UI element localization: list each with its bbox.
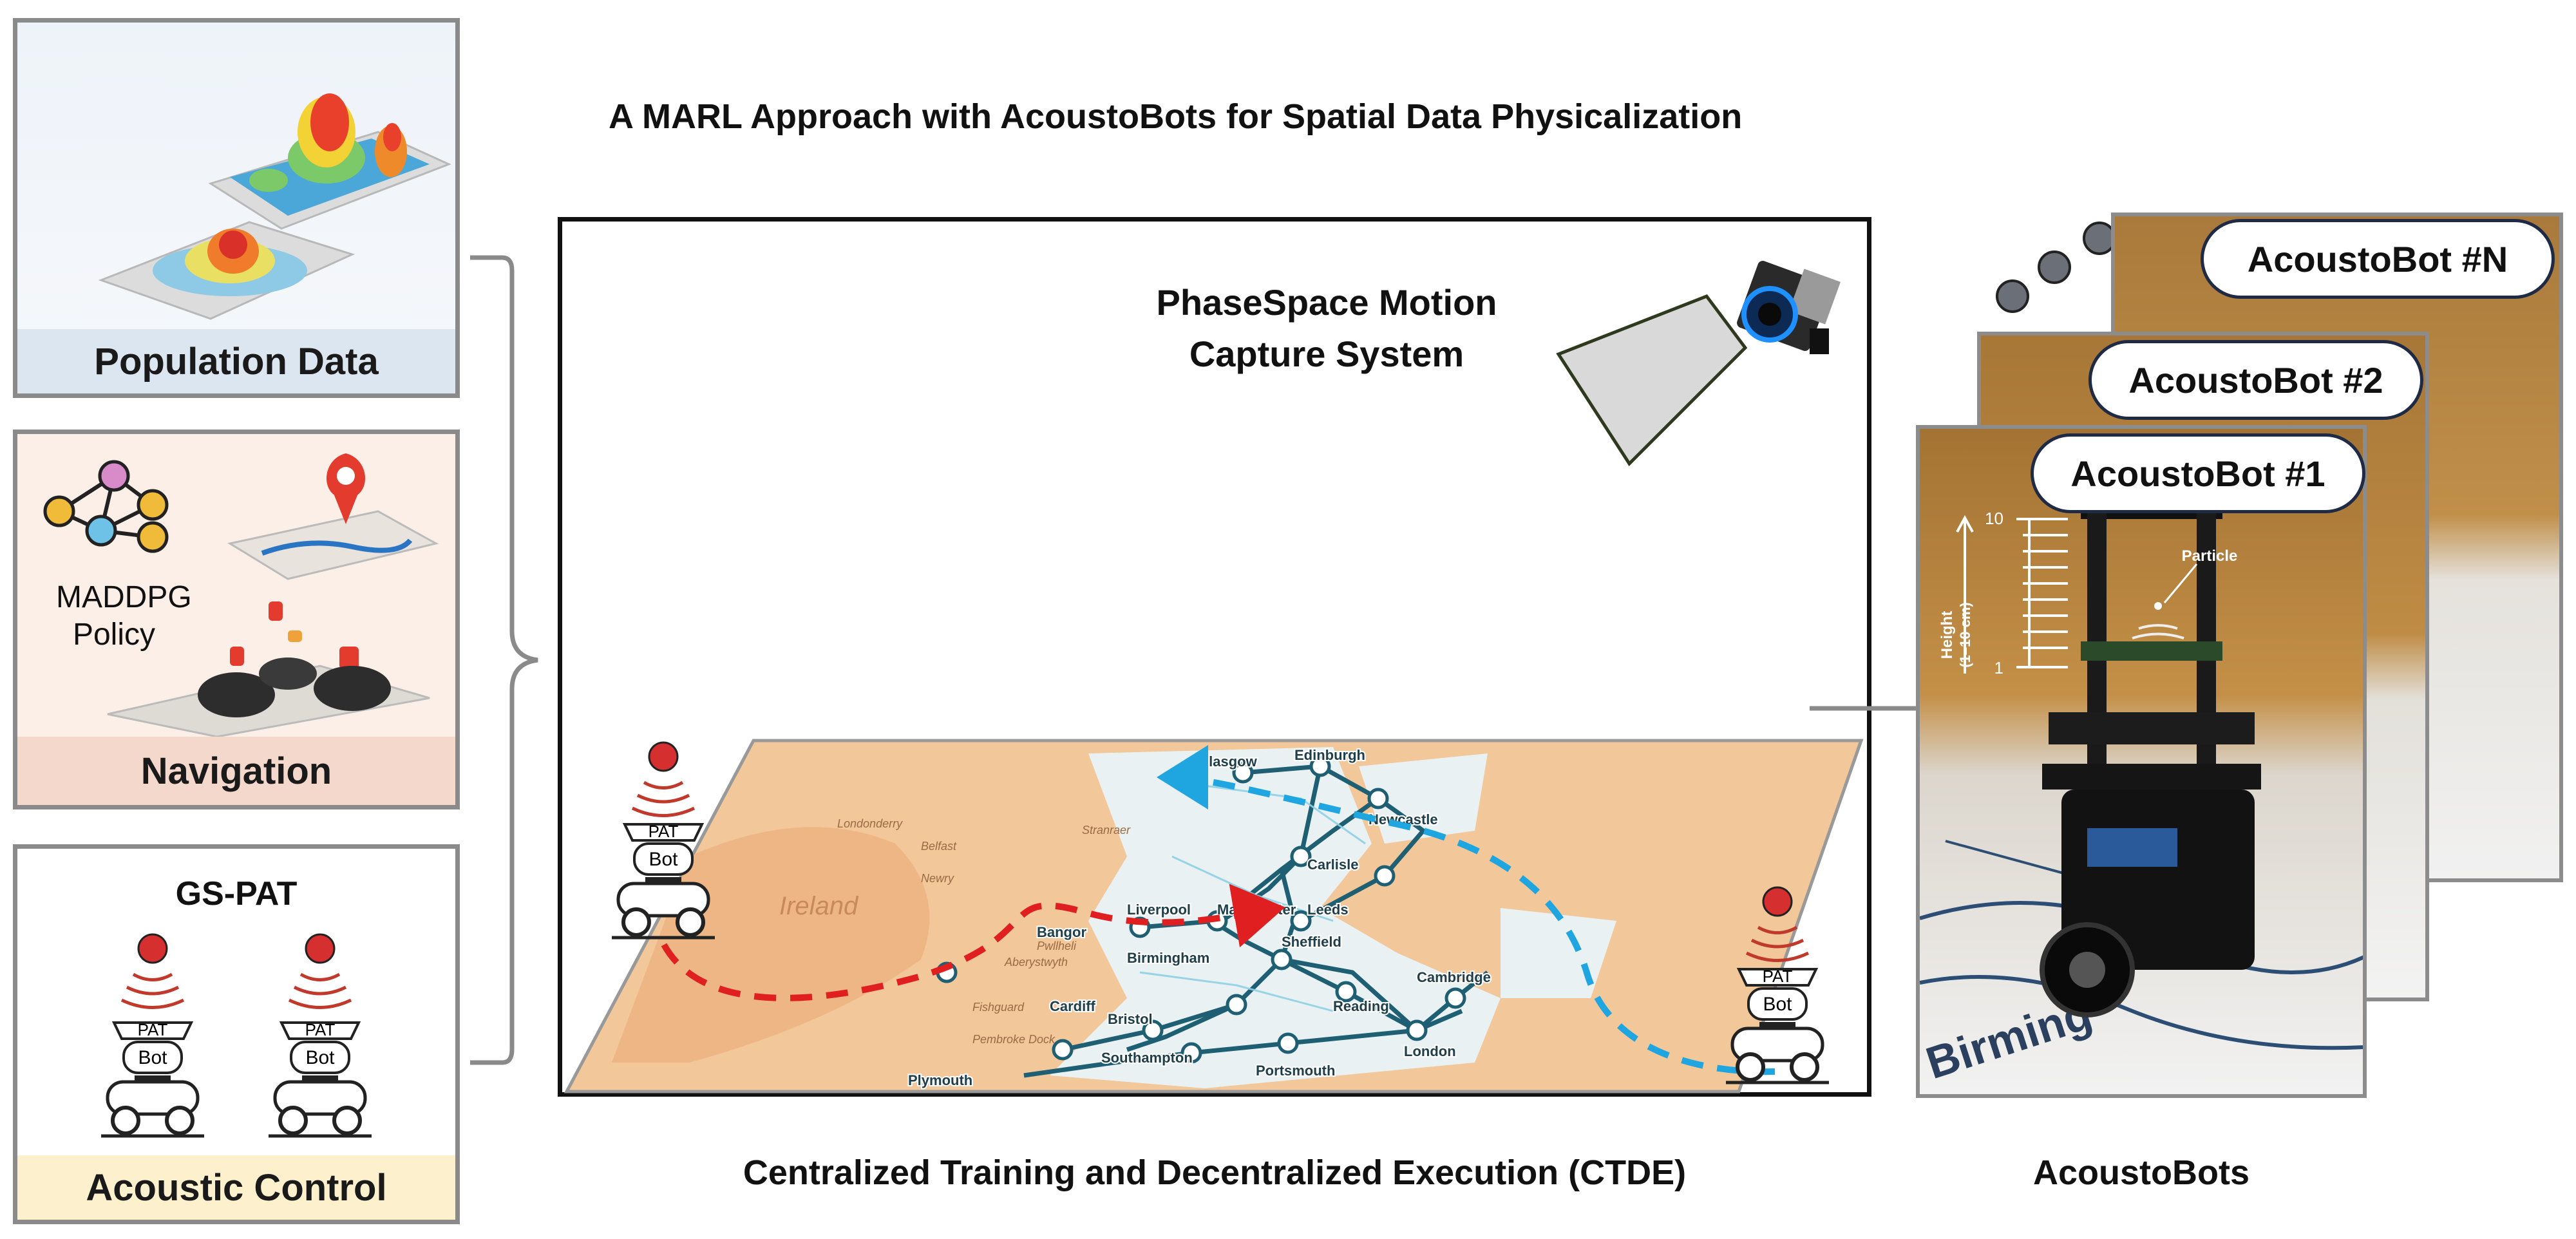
bot-label: Bot (649, 849, 678, 870)
acoustic-control-label: Acoustic Control (17, 1155, 455, 1220)
city-label: Pembroke Dock (972, 1033, 1056, 1046)
acoustobot-left: PAT Bot (612, 741, 715, 940)
city-label: Southampton (1101, 1050, 1193, 1066)
particle-icon (305, 933, 336, 964)
city-label: Portsmouth (1256, 1063, 1335, 1079)
city-label: Bangor (1037, 924, 1086, 940)
acoustobot-n-label: AcoustoBot #N (2201, 219, 2555, 299)
navigation-illustration (43, 453, 439, 738)
city-label: Stranraer (1082, 824, 1131, 837)
particle-icon (137, 933, 168, 964)
city-label: Fishguard (972, 1001, 1025, 1014)
height-tick-top: 10 (1985, 509, 2003, 528)
city-label: Belfast (921, 840, 957, 853)
graph-network-icon (43, 460, 169, 553)
city-label: Newry (921, 872, 954, 885)
city-label: Bristol (1108, 1011, 1153, 1027)
acoustic-robots-illustration: PAT Bot PAT Bot (101, 933, 372, 1138)
city-label: Cardiff (1050, 998, 1096, 1014)
acoustobot-icon: PAT Bot (101, 933, 204, 1138)
mocap-line2: Capture System (1189, 334, 1464, 374)
navigation-label: Navigation (17, 737, 455, 805)
left-brace (470, 255, 538, 1065)
navigation-panel: MADDPG Policy Navigation (13, 430, 460, 809)
height-label-line2: (1–10 cm) (1957, 602, 1973, 668)
pat-label: PAT (1763, 967, 1793, 986)
red-robot-path (661, 884, 1285, 1001)
figure-title: A MARL Approach with AcoustoBots for Spa… (609, 97, 1743, 136)
city-label: Edinburgh (1294, 747, 1365, 763)
mocap-label: PhaseSpace Motion Capture System (1133, 277, 1520, 380)
city-label: Londonderry (837, 817, 903, 830)
city-label: Leeds (1307, 902, 1349, 918)
ctde-caption: Centralized Training and Decentralized E… (743, 1153, 1687, 1192)
location-pin-icon (327, 453, 365, 524)
acoustobots-caption: AcoustoBots (2033, 1153, 2249, 1192)
camera-field-of-view (1556, 294, 1748, 466)
bot-label: Bot (1763, 994, 1792, 1015)
pat-label: PAT (138, 1020, 168, 1039)
gs-pat-title: GS-PAT (175, 875, 298, 913)
acoustobot-1-label: AcoustoBot #1 (2031, 433, 2365, 513)
acoustobot-right: PAT Bot (1726, 886, 1829, 1084)
city-label: Birmingham (1127, 950, 1209, 966)
mocap-line1: PhaseSpace Motion (1156, 282, 1497, 323)
acoustobot-photo-illustration: Birming 10 1 Height (1–10 cm) (1920, 500, 2363, 1088)
robot-paths (661, 745, 1776, 1075)
policy-line2: Policy (72, 618, 156, 652)
height-label-line1: Height (1938, 611, 1956, 659)
camera-icon (1737, 261, 1841, 354)
population-heightmap-illustration (98, 93, 451, 320)
acoustobot-2-label: AcoustoBot #2 (2088, 340, 2423, 420)
height-tick-bottom: 1 (1994, 658, 2003, 677)
bot-label: Bot (138, 1047, 167, 1068)
city-label: Pwllheli (1037, 940, 1077, 952)
city-label: London (1404, 1043, 1456, 1059)
population-data-label: Population Data (17, 329, 455, 393)
particle-icon (1762, 886, 1793, 917)
city-label: Carlisle (1307, 856, 1359, 873)
blue-robot-path (1157, 745, 1776, 1075)
particle-label: Particle (2182, 547, 2238, 565)
more-bots-ellipsis (1996, 222, 2116, 313)
pat-label: PAT (305, 1020, 336, 1039)
acoustobot-1-photo: Birming 10 1 Height (1–10 cm) (1916, 425, 2367, 1098)
city-label: Reading (1333, 998, 1389, 1014)
pat-label: PAT (649, 822, 679, 841)
city-label: Sheffield (1282, 934, 1341, 950)
city-label: Liverpool (1127, 902, 1191, 918)
region-label: Ireland (779, 892, 859, 920)
city-label: Aberystwyth (1004, 956, 1068, 969)
maddpg-policy-label: MADDPG Policy (56, 579, 192, 654)
city-label: Cambridge (1417, 969, 1491, 985)
mocap-camera-illustration (1556, 261, 1841, 466)
policy-line1: MADDPG (56, 580, 192, 614)
bot-label: Bot (305, 1047, 335, 1068)
acoustobot-icon: PAT Bot (269, 933, 372, 1138)
acoustic-control-panel: GS-PAT PAT Bot PAT Bot (13, 844, 460, 1224)
city-label: Plymouth (908, 1072, 972, 1088)
particle-icon (648, 741, 679, 772)
population-data-panel: Population Data (13, 18, 460, 398)
